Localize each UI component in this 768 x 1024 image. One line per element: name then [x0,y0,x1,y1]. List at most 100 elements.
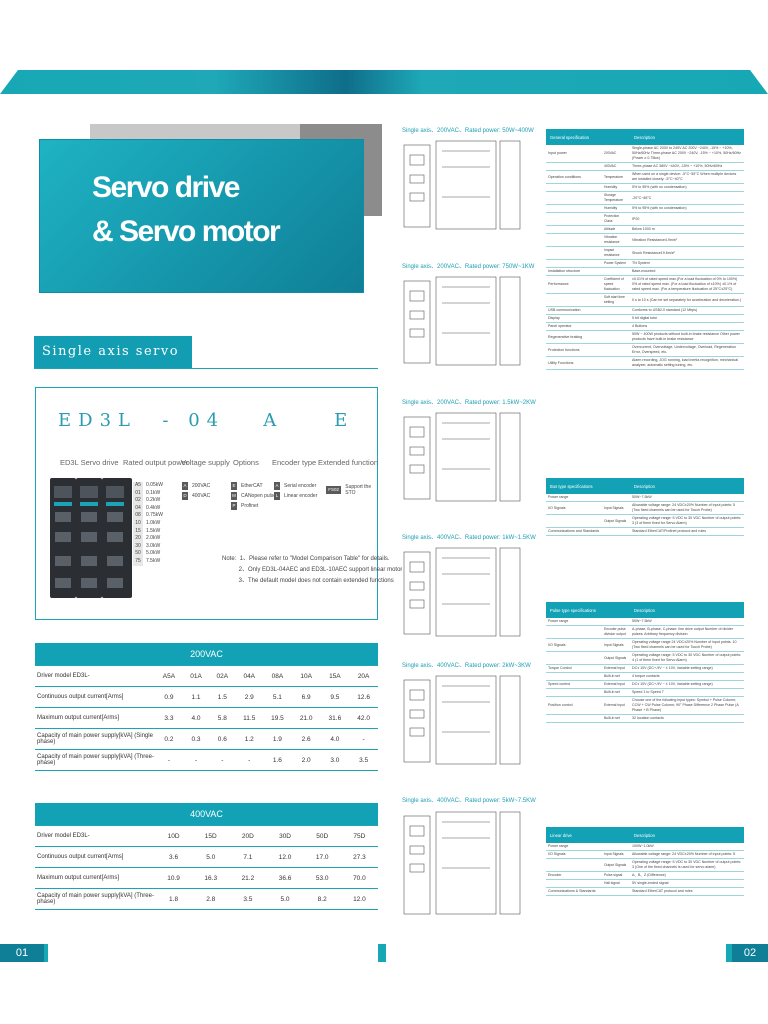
drive-product-image-3 [102,478,132,598]
spec-category [546,246,602,260]
power-code-key: 04 [133,504,143,513]
spec-description: Single-phase AC 200V to 240V AC 200V ~24… [630,145,744,163]
drawing-outline [403,679,431,763]
drawing-outline [409,446,425,456]
spec-header-label: Linear drive [546,827,630,843]
drawing-outline [409,561,425,573]
spec-description: When used on a single device: -5°C~55°C … [630,170,744,184]
table-cell: 5.1 [263,686,292,708]
table-cell: 3.5 [349,749,378,771]
spec-category [546,514,602,528]
drawing-caption-2: Single axis、200VAC、Rated power: 750W~1KW [402,264,535,270]
spec-description: Vibration Resistance4.9m/s² [630,233,744,247]
row-label: Capacity of main power supply[kVA] (Thre… [35,888,155,910]
spec-category [546,259,602,268]
dimension-drawing-svg [403,276,521,366]
table-cell: 0.2 [155,728,183,750]
table-row: Capacity of main power supply[kVA] (Thre… [35,888,378,910]
table-cell: 4.0 [320,728,350,750]
table-cell: 15A [320,665,350,687]
spec-category: Communications and Standards [546,527,602,536]
power-code-key: 50 [133,550,143,558]
spec-subcategory: External input [602,696,630,715]
spec-subcategory: Input Signals [602,850,630,859]
heading-extended: Extended function [318,458,379,467]
power-code-key: A5 [133,482,143,490]
table-cell: 21.0 [291,707,321,729]
spec-subcategory [602,330,630,344]
table-200vac-title: 200VAC [35,643,378,666]
heading-servo-drive: ED3L Servo drive [60,458,119,467]
voltage-code-value: 400VAC [192,493,211,499]
table-cell: 1.5 [209,686,236,708]
option-code-key: E [231,482,237,490]
drawing-outline [409,426,425,438]
table-cell: 0.3 [182,728,210,750]
drawing-outline [499,675,521,765]
drawing-outline [409,599,425,609]
row-label: Driver model ED3L- [35,825,155,847]
table-cell: - [182,749,210,771]
spec-category: USB communication [546,306,602,315]
spec-category: Torque Control [546,664,602,673]
spec-subcategory: Impact resistance [602,246,630,260]
spec-row: Utility Functions Alarm recording, JOG ru… [546,356,744,370]
power-code-value: 1.0kW [146,519,161,526]
drawing-outline [403,815,431,915]
table-cell: 3.3 [155,707,183,729]
table-cell: - [155,749,183,771]
drawing-outline [409,328,425,338]
spec-description: 50W~7.5kW [630,494,744,502]
table-cell: 12.0 [266,846,304,868]
drawing-caption-5: Single axis、400VAC、Rated power: 2kW~3KW [402,663,531,669]
spec-description: 5 bit digital tube [630,314,744,323]
option-code-key: M [231,492,237,500]
power-code-value: 3.0kW [146,542,161,549]
spec-category [546,714,602,723]
drawing-outline [499,412,521,502]
spec-description: Alarm recording, JOG running, load inert… [630,356,744,370]
power-code-key: 30 [133,542,143,551]
spec-subcategory [602,322,630,331]
spec-description: ±0.01% of rated speed max.(For a load fl… [630,275,744,294]
spec-subcategory: Built-in set [602,688,630,697]
table-cell: 7.1 [229,846,267,868]
spec-category: Display [546,314,602,323]
spec-category: Utility Functions [546,356,602,370]
spec-subcategory: Storage Temperature [602,191,630,205]
spec-category [546,233,602,247]
row-label: Maximum output current[Arms] [35,707,155,729]
spec-subcategory: Protection Class [602,212,630,226]
spec-subcategory: Input Signals [602,501,630,515]
spec-category [546,225,602,234]
table-cell: - [235,749,264,771]
spec-description: Base-mounted [630,267,744,276]
table-cell: 12.6 [349,686,378,708]
spec-category: Position control [546,696,602,715]
spec-category [546,204,602,213]
table-cell: 75D [340,825,378,847]
power-code-key: 08 [133,512,143,520]
spec-subcategory: Output Signals [602,858,630,872]
spec-subcategory [602,267,630,276]
spec-description: Operating voltage range: 5 VDC to 30 VDC… [630,514,744,528]
